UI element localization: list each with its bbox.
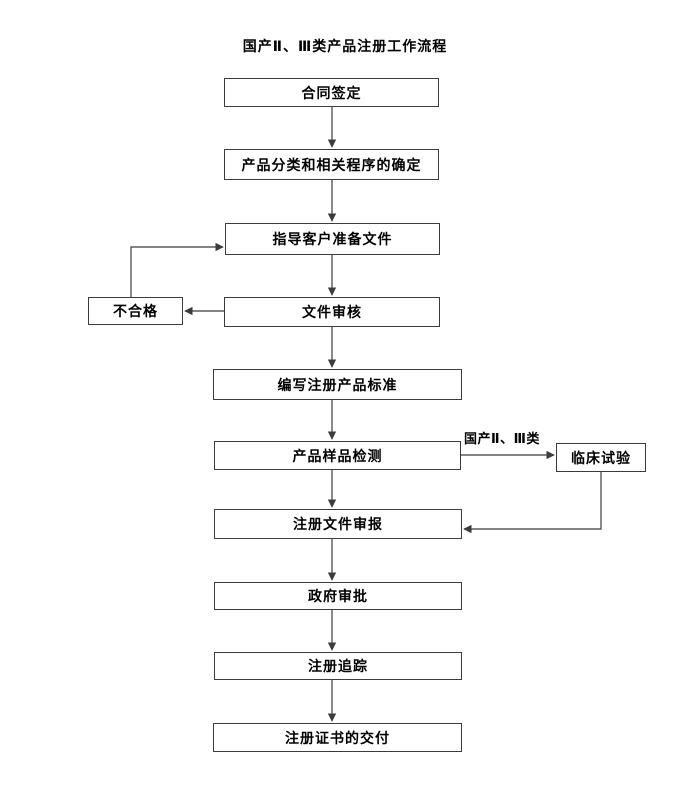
node-contract-signing: 合同签定 xyxy=(224,78,439,107)
node-product-sample-testing: 产品样品检测 xyxy=(214,441,461,470)
node-government-approval: 政府审批 xyxy=(214,582,462,610)
node-registration-submission: 注册文件审报 xyxy=(214,509,462,539)
page-title: 国产Ⅱ、Ⅲ类产品注册工作流程 xyxy=(242,38,448,54)
node-certificate-delivery: 注册证书的交付 xyxy=(213,723,462,752)
node-guide-customer-documents: 指导客户准备文件 xyxy=(225,223,440,255)
node-unqualified: 不合格 xyxy=(88,297,183,325)
node-product-classification: 产品分类和相关程序的确定 xyxy=(224,149,439,180)
node-document-review: 文件审核 xyxy=(224,297,440,327)
node-clinical-trial: 临床试验 xyxy=(556,443,646,472)
edge-label-domestic-class: 国产Ⅱ、Ⅲ类 xyxy=(464,431,540,446)
node-write-product-standard: 编写注册产品标准 xyxy=(213,369,462,400)
node-registration-tracking: 注册追踪 xyxy=(214,652,462,680)
connector-unqualified-back-to-guide xyxy=(130,242,224,297)
connector-clinical-to-submission xyxy=(463,472,602,534)
